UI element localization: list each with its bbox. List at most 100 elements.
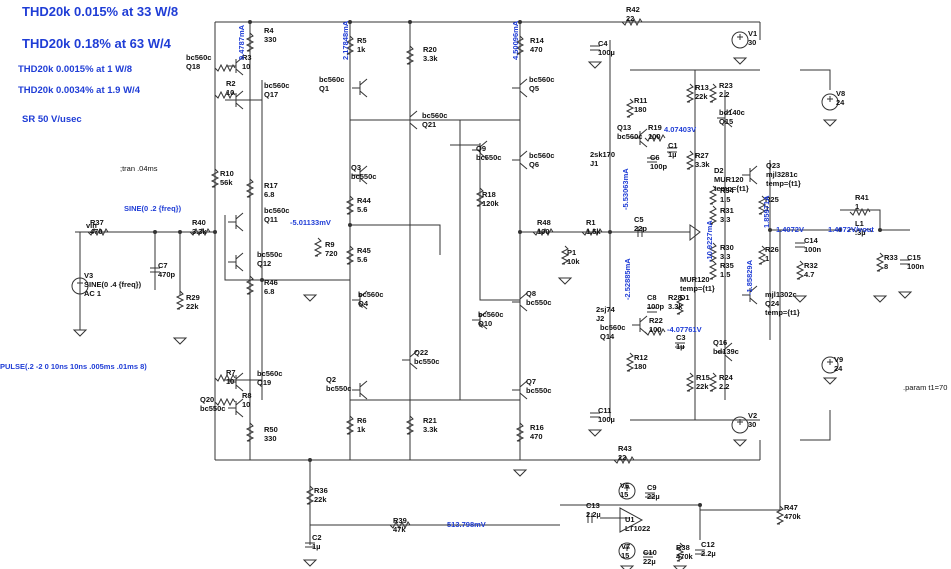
resistor-r11 [625, 98, 635, 118]
label-r15: 22k [696, 382, 709, 391]
junction-node [878, 228, 882, 232]
resistor-r34 [708, 185, 718, 205]
label-q18: bc560c [186, 53, 211, 62]
junction-node [768, 228, 772, 232]
label-r39: R39 [393, 516, 407, 525]
source-v9 [821, 356, 839, 374]
label-r45: R45 [357, 246, 371, 255]
label-q1: bc560c [319, 75, 344, 84]
junction-node [213, 230, 217, 234]
label-q15: bd140c [719, 108, 745, 117]
label-c6: 100p [650, 162, 668, 171]
transistor-q17 [228, 90, 244, 110]
resistor-r41 [849, 207, 871, 217]
resistor-r8 [214, 397, 236, 407]
label-q5: bc560c [529, 75, 554, 84]
label-r44: 5.6 [357, 205, 367, 214]
voltage-annotation: 1.4072V/vout [828, 225, 874, 234]
transistor-q15 [717, 108, 733, 128]
label-r26: 1 [765, 254, 769, 263]
capacitor-c5 [637, 227, 643, 237]
transistor-q9 [472, 140, 488, 160]
label-q23: mjl3281c [766, 170, 798, 179]
label-q10: bc560c [478, 310, 503, 319]
label-q3: Q3 [351, 163, 361, 172]
junction-node [153, 230, 157, 234]
label-r27: 3.3k [695, 160, 710, 169]
label-d1: temp={t1} [680, 284, 715, 293]
resistor-r33 [875, 252, 885, 272]
junction-node [518, 230, 522, 234]
resistor-r14 [515, 35, 525, 55]
label-u1: U1 [625, 515, 635, 524]
junction-node [608, 230, 612, 234]
label-r11: R11 [634, 96, 647, 105]
label-r21: R21 [423, 416, 437, 425]
ground-icon [512, 469, 528, 477]
resistor-r45 [345, 245, 355, 265]
label-r12: R12 [634, 353, 648, 362]
label-q20: Q20 [200, 395, 214, 404]
resistor-r37 [87, 227, 109, 237]
label-r8: R8 [242, 391, 252, 400]
capacitor-c6 [647, 157, 657, 163]
source-v1 [731, 31, 749, 49]
label-v6: V6 [620, 481, 629, 490]
label-r43: R43 [618, 444, 632, 453]
label-c15: C15 [907, 253, 921, 262]
label-c12: 2.2µ [701, 549, 716, 558]
spec-thd-33w: THD20k 0.015% at 33 W/8 [22, 4, 179, 19]
sine-directive: SINE(0 .2 {freq}) [124, 204, 182, 213]
label-c9: C9 [647, 483, 657, 492]
resistor-r36 [305, 485, 315, 505]
label-r50: 330 [264, 434, 277, 443]
param-directive: .param t1=70 [903, 383, 947, 392]
label-q19: Q19 [257, 378, 271, 387]
resistor-r23 [708, 83, 718, 103]
transistor-q7 [512, 380, 528, 400]
resistor-r43 [613, 455, 635, 465]
resistor-r30 [708, 242, 718, 262]
capacitor-c14 [795, 242, 805, 248]
label-r13: R13 [695, 83, 709, 92]
transistor-q13 [632, 128, 648, 148]
resistor-r27 [685, 150, 695, 170]
label-q17: Q17 [264, 90, 278, 99]
label-q4: Q4 [358, 299, 369, 308]
source-v8 [821, 93, 839, 111]
label-j2: 2sj74 [596, 305, 616, 314]
label-q3: bc550c [351, 172, 376, 181]
ground-icon [587, 429, 603, 437]
ground-icon [872, 295, 888, 303]
label-v8: V8 [836, 89, 845, 98]
label-r4: 330 [264, 35, 277, 44]
label-q2: Q2 [326, 375, 336, 384]
label-q24: mjl1302c [765, 290, 797, 299]
junction-node [838, 228, 842, 232]
resistor-r19 [644, 133, 666, 143]
resistor-r21 [405, 415, 415, 435]
label-q1: Q1 [319, 84, 329, 93]
transistor-q21 [402, 110, 418, 130]
label-c3: C3 [676, 333, 686, 342]
label-q11: bc560c [264, 206, 289, 215]
capacitor-c8 [647, 307, 657, 313]
label-r44: R44 [357, 196, 372, 205]
label-c15: 100n [907, 262, 925, 271]
wire-network [75, 21, 910, 545]
label-q13: Q13 [617, 123, 631, 132]
label-r5: R5 [357, 36, 367, 45]
label-r50: R50 [264, 425, 278, 434]
spec-thd-63w: THD20k 0.18% at 63 W/4 [22, 36, 171, 51]
resistor-r47 [775, 505, 785, 525]
label-q20: bc550c [200, 404, 225, 413]
transistor-q12 [228, 252, 244, 272]
transistor-q22 [402, 350, 418, 370]
label-r19: 100 [648, 132, 661, 141]
label-v3: AC 1 [84, 289, 101, 298]
label-r20: 3.3k [423, 54, 438, 63]
label-r9: R9 [325, 240, 335, 249]
label-r16: 470 [530, 432, 543, 441]
label-r13: 22k [695, 92, 708, 101]
label-r28: R28 [668, 293, 682, 302]
